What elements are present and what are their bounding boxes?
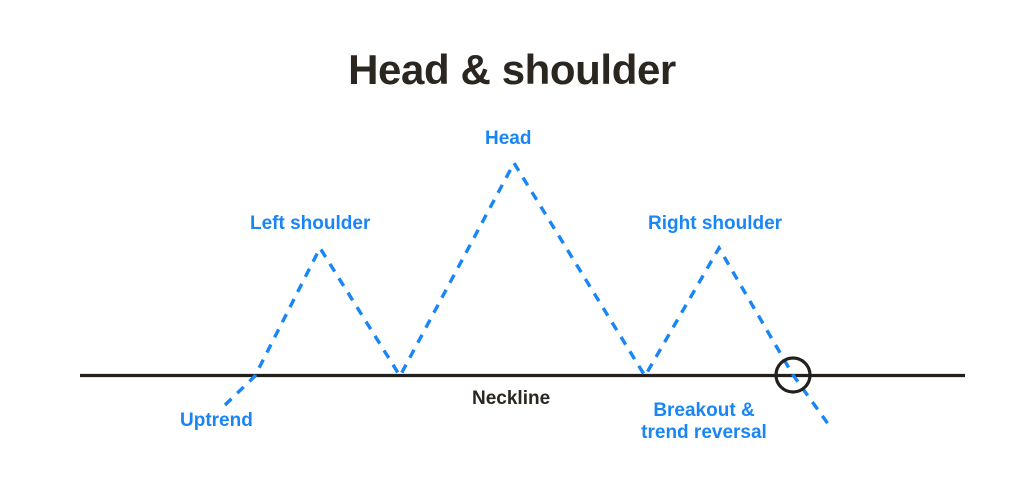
price-path-line bbox=[223, 159, 833, 429]
annotation-breakout-line-2: trend reversal bbox=[641, 422, 767, 444]
page-title: Head & shoulder bbox=[348, 46, 676, 93]
annotation-left-shoulder: Left shoulder bbox=[250, 213, 371, 234]
annotation-head: Head bbox=[485, 128, 532, 149]
annotation-breakout-line-1: Breakout & bbox=[653, 400, 755, 421]
breakout-circle-marker bbox=[774, 356, 812, 394]
annotation-right-shoulder: Right shoulder bbox=[648, 213, 783, 234]
annotation-uptrend: Uptrend bbox=[180, 410, 253, 431]
annotation-neckline: Neckline bbox=[472, 388, 551, 409]
annotation-breakout-trend-reversal: Breakout & trend reversal bbox=[627, 400, 781, 445]
